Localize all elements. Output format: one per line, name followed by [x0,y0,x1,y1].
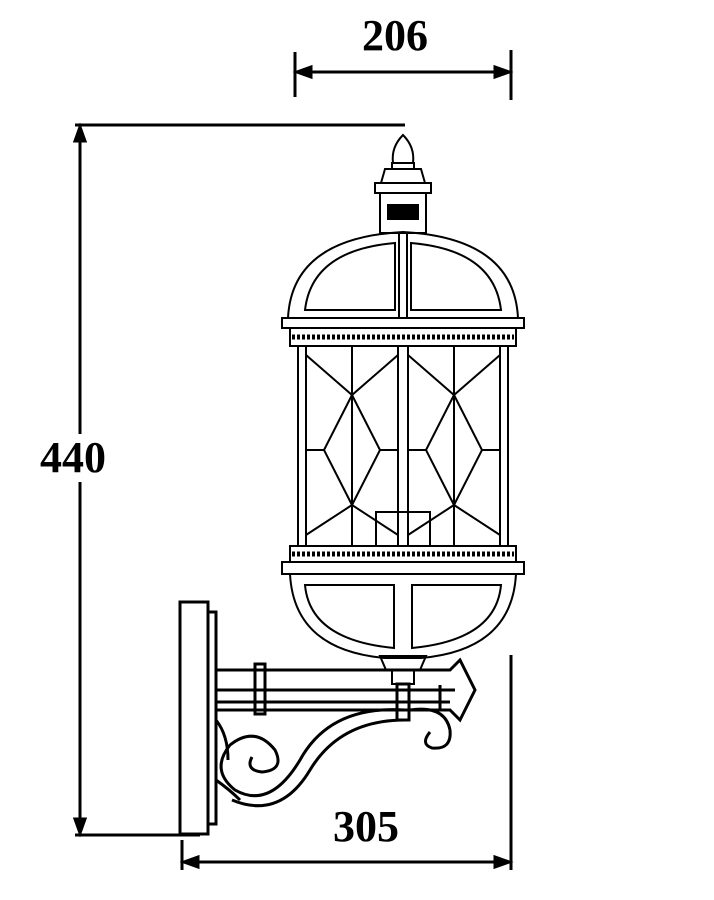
height-dimension-line [72,122,405,838]
wall-bracket [178,600,477,836]
depth-dimension-label: 305 [333,802,399,851]
width-dimension-label: 206 [362,11,428,60]
width-dimension-line [292,50,514,100]
depth-dimension-line [179,655,514,870]
lantern-body [281,133,525,685]
height-dimension-label: 440 [40,433,106,482]
